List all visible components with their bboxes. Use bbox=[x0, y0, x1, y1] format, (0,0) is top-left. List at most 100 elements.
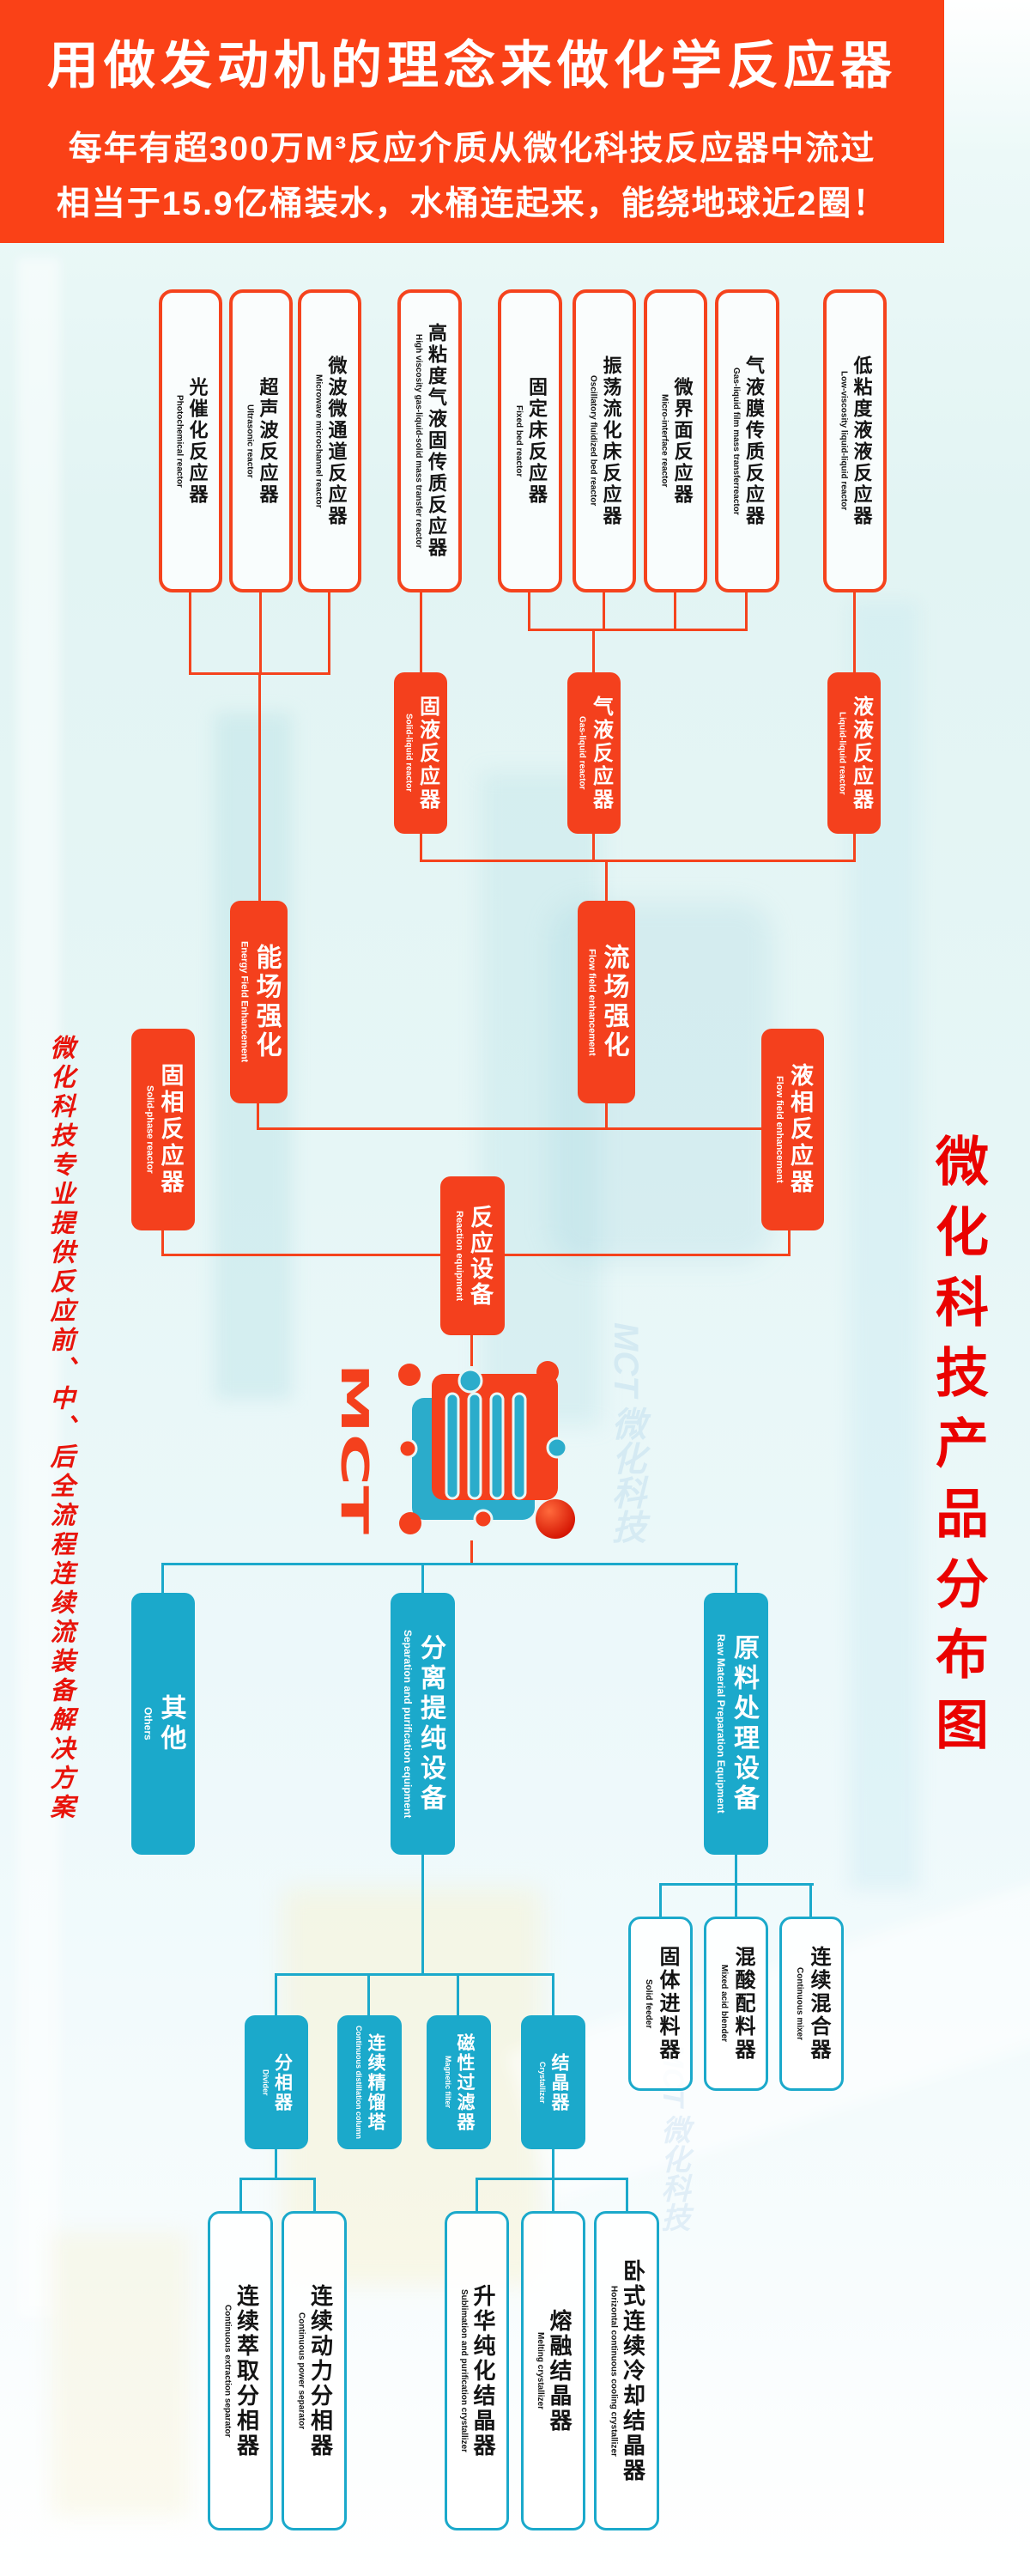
header-subtitle-2: 相当于15.9亿桶装水，水桶连起来，能绕地球近2圈！ bbox=[56, 185, 888, 222]
logo-dot bbox=[399, 1512, 421, 1534]
connector-line bbox=[257, 1103, 259, 1130]
connector-line bbox=[853, 834, 856, 862]
connector-line bbox=[189, 592, 191, 675]
connector-line bbox=[161, 1563, 738, 1565]
connector-line bbox=[257, 1127, 763, 1130]
node-label-en: Reaction equipment bbox=[454, 1210, 464, 1302]
node-label-zh: 分相器 bbox=[272, 2052, 293, 2112]
connector-line bbox=[189, 672, 330, 675]
connector-line bbox=[735, 1564, 737, 1594]
node-label-zh: 原料处理设备 bbox=[730, 1633, 758, 1814]
node-raw-material-preparation-equipment: Raw Material Preparation Equipment 原料处理设… bbox=[704, 1593, 768, 1855]
main-title: 用做发动机的理念来做化学反应器 bbox=[47, 37, 897, 94]
mct-logo: MCT bbox=[332, 1361, 575, 1539]
node-label-zh: 固体进料器 bbox=[656, 1946, 679, 2062]
node-label-en: Microwave microchannel reactor bbox=[313, 374, 324, 508]
header-banner: 用做发动机的理念来做化学反应器 每年有超300万M³反应介质从微化科技反应器中流… bbox=[0, 0, 944, 243]
connector-line bbox=[659, 1885, 662, 1917]
node-label-zh: 固相反应器 bbox=[157, 1063, 184, 1196]
node-label-zh: 固液反应器 bbox=[415, 695, 439, 811]
node-label-en: Liquid-liquid reactor bbox=[837, 711, 847, 795]
node-magnetic-filter: Magnetic filter 磁性过滤器 bbox=[427, 2015, 491, 2149]
node-label-en: Others bbox=[142, 1707, 154, 1741]
node-label-en: Flow field enhancement bbox=[774, 1076, 785, 1183]
connector-line bbox=[853, 592, 856, 674]
node-label-zh: 固定床反应器 bbox=[526, 376, 548, 506]
connector-line bbox=[735, 1855, 737, 1886]
node-solid-feeder: Solid feeder 固体进料器 bbox=[628, 1917, 693, 2091]
node-solid-liquid-reactor: Solid-liquid reactor 固液反应器 bbox=[394, 672, 447, 834]
node-label-zh: 卧式连续冷却结晶器 bbox=[620, 2258, 646, 2483]
logo-channel bbox=[489, 1392, 505, 1500]
node-label-en: Continuous power separator bbox=[296, 2312, 306, 2430]
connector-line bbox=[470, 1540, 473, 1565]
connector-line bbox=[258, 675, 261, 901]
connector-line bbox=[470, 1335, 473, 1366]
node-continuous-mixer: Continuous mixer 连续混合器 bbox=[779, 1917, 844, 2091]
node-label-en: Flow field enhancement bbox=[586, 948, 597, 1056]
connector-line bbox=[328, 592, 330, 675]
node-label-zh: 振荡流化床反应器 bbox=[600, 355, 622, 527]
left-vertical-note: 微化科技专业提供反应前、中、后全流程连续流装备解决方案 bbox=[46, 1035, 74, 1823]
header-subtitle-1: 每年有超300万M³反应介质从微化科技反应器中流过 bbox=[68, 131, 876, 167]
node-label-zh: 液液反应器 bbox=[849, 695, 873, 811]
node-label-en: Ultrasonic reactor bbox=[245, 404, 255, 478]
node-label-zh: 流场强化 bbox=[599, 944, 628, 1060]
connector-line bbox=[605, 862, 608, 902]
node-label-zh: 气液膜传质反应器 bbox=[743, 355, 765, 527]
node-sublimation-purification-crystallizer: Sublimation and purification crystallize… bbox=[445, 2211, 509, 2530]
node-separation-purification-equipment: Separation and purification equipment 分离… bbox=[391, 1593, 455, 1855]
node-gas-liquid-reactor: Gas-liquid reactor 气液反应器 bbox=[567, 672, 621, 834]
connector-line bbox=[421, 1855, 424, 1976]
node-melting-crystallizer: Melting crystallizer 熔融结晶器 bbox=[521, 2211, 585, 2530]
logo-channel bbox=[512, 1392, 527, 1500]
connector-line bbox=[476, 2178, 628, 2180]
node-label-en: Crystallizer bbox=[538, 2061, 547, 2104]
connector-line bbox=[313, 2179, 316, 2212]
node-label-zh: 混酸配料器 bbox=[731, 1946, 754, 2062]
node-energy-field-enhancement: Energy Field Enhancement 能场强化 bbox=[230, 901, 288, 1103]
node-label-zh: 高粘度气液固传质反应器 bbox=[426, 323, 447, 559]
node-low-viscosity-ll-reactor: Low-viscosity liquid-liquid reactor 低粘度液… bbox=[823, 289, 887, 592]
node-label-zh: 连续精馏塔 bbox=[366, 2032, 385, 2132]
connector-line bbox=[626, 2179, 628, 2212]
node-label-zh: 连续动力分相器 bbox=[307, 2283, 334, 2458]
connector-line bbox=[735, 1885, 737, 1917]
connector-line bbox=[275, 1975, 277, 2016]
node-continuous-distillation-column: Continuous distillation column 连续精馏塔 bbox=[337, 2015, 402, 2149]
node-label-en: Divider bbox=[261, 2069, 270, 2096]
node-label-zh: 液相反应器 bbox=[787, 1063, 813, 1196]
connector-line bbox=[367, 1975, 370, 2016]
node-label-zh: 能场强化 bbox=[251, 944, 281, 1060]
node-reaction-equipment: Reaction equipment 反应设备 bbox=[440, 1176, 505, 1335]
node-label-en: Gas-liquid reactor bbox=[577, 716, 587, 790]
node-liquid-phase-reactor: Flow field enhancement 液相反应器 bbox=[761, 1029, 824, 1230]
connector-line bbox=[457, 1975, 459, 2016]
node-label-zh: 气液反应器 bbox=[589, 695, 613, 811]
node-micro-interface-reactor: Micro-interface reactor 微界面反应器 bbox=[644, 289, 707, 592]
logo-channel bbox=[467, 1392, 482, 1500]
connector-line bbox=[788, 1230, 791, 1256]
node-solid-phase-reactor: Solid-phase reactor 固相反应器 bbox=[131, 1029, 195, 1230]
connector-line bbox=[603, 592, 605, 631]
node-label-zh: 分离提纯设备 bbox=[416, 1633, 445, 1814]
connector-line bbox=[592, 834, 595, 862]
node-microwave-microchannel-reactor: Microwave microchannel reactor 微波微通道反应器 bbox=[298, 289, 361, 592]
node-label-en: Oscillatory fluidized bed reactor bbox=[588, 375, 598, 507]
node-mixed-acid-blender: Mixed acid blender 混酸配料器 bbox=[704, 1917, 768, 2091]
node-label-zh: 微波微通道反应器 bbox=[325, 355, 348, 527]
node-continuous-power-separator: Continuous power separator 连续动力分相器 bbox=[282, 2211, 347, 2530]
node-label-zh: 磁性过滤器 bbox=[455, 2032, 475, 2132]
node-oscillatory-fluidized-bed-reactor: Oscillatory fluidized bed reactor 振荡流化床反… bbox=[573, 289, 636, 592]
connector-line bbox=[420, 860, 856, 862]
node-label-zh: 光催化反应器 bbox=[186, 376, 209, 506]
node-label-en: Photochemical reactor bbox=[174, 394, 185, 488]
connector-line bbox=[659, 1883, 814, 1886]
node-label-en: Mixed acid blender bbox=[719, 1965, 729, 2043]
node-label-zh: 连续混合器 bbox=[807, 1946, 830, 2062]
connector-line bbox=[275, 1973, 554, 1976]
node-label-zh: 熔融结晶器 bbox=[547, 2308, 573, 2433]
mct-logo-text: MCT bbox=[332, 1363, 376, 1534]
connector-line bbox=[420, 592, 422, 674]
